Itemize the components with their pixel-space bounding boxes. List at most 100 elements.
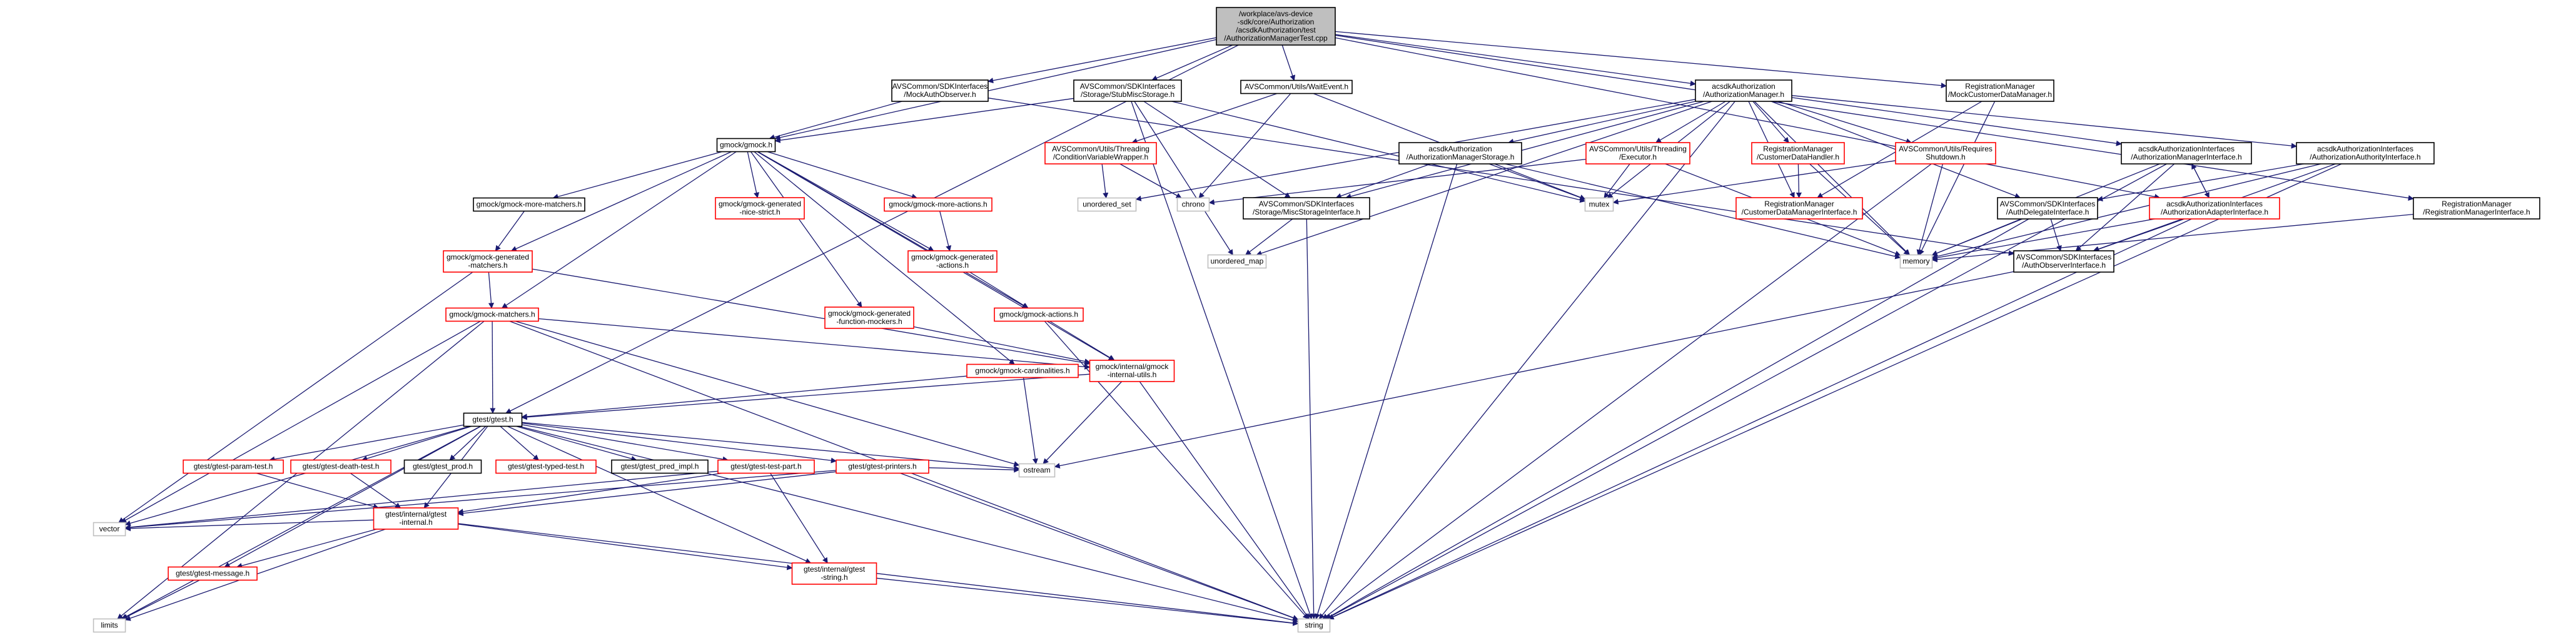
- edge-gmock-to-gmock_gen_actions: [757, 151, 934, 251]
- node-gmock_actions[interactable]: gmock/gmock-actions.h: [994, 307, 1084, 322]
- node-label-line: -actions.h: [936, 261, 969, 270]
- node-gtest_test_part[interactable]: gtest/gtest-test-part.h: [717, 459, 815, 474]
- node-gtest_param_test[interactable]: gtest/gtest-param-test.h: [183, 459, 284, 474]
- node-gmock_cardinalities[interactable]: gmock/gmock-cardinalities.h: [966, 363, 1079, 378]
- edge-authdelegateinterface-to-string: [1325, 218, 2029, 620]
- edge-customerdatahandler-to-customerdatamanagerinterface: [1796, 163, 1802, 198]
- node-gtest_prod[interactable]: gtest/gtest_prod.h: [403, 459, 482, 474]
- node-authmanagerstorage[interactable]: acsdkAuthorization/AuthorizationManagerS…: [1398, 142, 1522, 165]
- node-box: [884, 197, 993, 212]
- node-label-line: gmock/gmock.h: [720, 141, 772, 149]
- edge-condvarwrapper-to-unordered_set: [1101, 163, 1109, 199]
- edge-gtest_internal-to-string: [458, 523, 1299, 626]
- node-label-line: /Storage/MiscStorageInterface.h: [1253, 208, 1360, 216]
- node-customerdatamanagerinterface[interactable]: RegistrationManager/CustomerDataManagerI…: [1735, 197, 1863, 220]
- edge-authadapterinterface-to-authmanagerinterface: [2191, 163, 2210, 198]
- node-label-line: unordered_map: [1211, 257, 1264, 266]
- node-mockcustomerdata[interactable]: RegistrationManager/MockCustomerDataMana…: [1946, 79, 2054, 102]
- node-gmock_gen_nice_strict[interactable]: gmock/gmock-generated-nice-strict.h: [715, 197, 805, 220]
- node-registrationmanagerinterface[interactable]: RegistrationManager/RegistrationManagerI…: [2413, 197, 2540, 220]
- edge-authauthorityinterface-to-memory: [1931, 163, 2321, 260]
- node-customerdatahandler[interactable]: RegistrationManager/CustomerDataHandler.…: [1751, 142, 1845, 165]
- node-authadapterinterface[interactable]: acsdkAuthorizationInterfaces/Authorizati…: [2149, 197, 2280, 220]
- node-authmanagerinterface[interactable]: acsdkAuthorizationInterfaces/Authorizati…: [2121, 142, 2252, 165]
- edge-executor-to-mutex: [1604, 163, 1630, 199]
- node-executor[interactable]: AVSCommon/Utils/Threading/Executor.h: [1585, 142, 1690, 165]
- node-label-line: /acsdkAuthorization/test: [1236, 26, 1316, 34]
- node-label-line: gmock/gmock-more-matchers.h: [477, 200, 582, 209]
- node-box: [891, 79, 989, 102]
- node-label-line: -internal.h: [399, 518, 432, 527]
- node-root[interactable]: /workplace/avs-device-sdk/core/Authoriza…: [1216, 7, 1336, 46]
- node-gmock_matchers[interactable]: gmock/gmock-matchers.h: [445, 307, 539, 322]
- edge-gmock_internal_utils-to-string: [1139, 381, 1310, 620]
- node-label-line: acsdkAuthorizationInterfaces: [2138, 144, 2235, 153]
- node-box: [463, 412, 523, 427]
- node-memory: memory: [1899, 254, 1933, 269]
- node-gmock_internal_utils[interactable]: gmock/internal/gmock-internal-utils.h: [1089, 360, 1175, 382]
- node-mockauthobserver[interactable]: AVSCommon/SDKInterfaces/MockAuthObserver…: [891, 79, 989, 102]
- node-stubmiscstorage[interactable]: AVSCommon/SDKInterfaces/Storage/StubMisc…: [1073, 79, 1182, 102]
- node-label-line: /AuthorizationAuthorityInterface.h: [2310, 153, 2420, 161]
- edge-waitevent-to-condvarwrapper: [1131, 93, 1278, 144]
- edge-root-to-waitevent: [1281, 44, 1296, 81]
- edge-authmanager_h-to-memory: [1754, 101, 1911, 256]
- edge-gtest-to-gtest_test_part: [522, 424, 729, 462]
- edge-authmanagerstorage-to-string: [1315, 163, 1458, 620]
- node-gtest_death_test[interactable]: gtest/gtest-death-test.h: [290, 459, 391, 474]
- node-label-line: /CustomerDataManagerInterface.h: [1742, 208, 1857, 216]
- node-gtest_pred_impl[interactable]: gtest/gtest_pred_impl.h: [611, 459, 709, 474]
- edge-gmock-to-gmock_gen_nice_strict: [747, 151, 760, 198]
- node-label-line: AVSCommon/Utils/Requires: [1899, 144, 1993, 153]
- node-label-line: vector: [99, 525, 120, 534]
- node-waitevent[interactable]: AVSCommon/Utils/WaitEvent.h: [1240, 79, 1353, 94]
- node-authdelegateinterface[interactable]: AVSCommon/SDKInterfaces/AuthDelegateInte…: [1997, 197, 2098, 220]
- node-gtest_typed_test[interactable]: gtest/gtest-typed-test.h: [495, 459, 597, 474]
- edge-mockcustomerdata-to-memory: [1919, 101, 1996, 256]
- node-condvarwrapper[interactable]: AVSCommon/Utils/Threading/ConditionVaria…: [1044, 142, 1157, 165]
- node-authobserverinterface[interactable]: AVSCommon/SDKInterfaces/AuthObserverInte…: [2013, 250, 2114, 273]
- node-box: [473, 197, 585, 212]
- node-miscstorageinterface[interactable]: AVSCommon/SDKInterfaces/Storage/MiscStor…: [1243, 197, 1370, 220]
- edge-requiresshutdown-to-mutex: [1612, 160, 1896, 205]
- node-box: [836, 459, 929, 474]
- node-gmock_gen_function_mockers[interactable]: gmock/gmock-generated-function-mockers.h: [824, 306, 914, 329]
- node-gtest_message[interactable]: gtest/gtest-message.h: [168, 566, 258, 581]
- edge-gmock_gen_matchers-to-gmock_matchers: [488, 271, 494, 309]
- node-gmock_gen_actions[interactable]: gmock/gmock-generated-actions.h: [907, 250, 998, 273]
- edge-gtest_test_part-to-gtest_string: [770, 473, 828, 564]
- node-box: [1297, 618, 1331, 633]
- node-gtest[interactable]: gtest/gtest.h: [463, 412, 523, 427]
- node-label-line: AVSCommon/Utils/Threading: [1589, 144, 1687, 153]
- edge-gtest-to-gtest_pred_impl: [516, 425, 637, 462]
- node-gtest_string[interactable]: gtest/internal/gtest-string.h: [791, 562, 877, 585]
- node-gmock_gen_matchers[interactable]: gmock/gmock-generated-matchers.h: [443, 250, 533, 273]
- node-label-line: mutex: [1589, 200, 1610, 209]
- edge-gtest_printers-to-vector: [124, 470, 837, 530]
- edge-authmanagerstorage-to-miscstorageinterface: [1335, 163, 1431, 199]
- edge-gtest-to-vector: [124, 425, 470, 526]
- node-box: [1176, 197, 1210, 212]
- node-gmock_more_actions[interactable]: gmock/gmock-more-actions.h: [884, 197, 993, 212]
- node-gmock_more_matchers[interactable]: gmock/gmock-more-matchers.h: [473, 197, 585, 212]
- node-gmock[interactable]: gmock/gmock.h: [716, 138, 776, 153]
- edge-gmock-to-gmock_matchers: [501, 151, 737, 309]
- node-box: [1584, 197, 1614, 212]
- node-box: [1735, 197, 1863, 220]
- node-label-line: /MockCustomerDataManager.h: [1948, 90, 2052, 99]
- node-label-line: gmock/gmock-matchers.h: [449, 310, 535, 319]
- node-label-line: gtest/gtest_pred_impl.h: [621, 462, 699, 471]
- edge-authmanager_h-to-authmanagerstorage: [1508, 101, 1696, 144]
- node-box: [443, 250, 533, 273]
- node-label-line: gtest/gtest_prod.h: [413, 462, 473, 471]
- node-gtest_printers[interactable]: gtest/gtest-printers.h: [836, 459, 929, 474]
- node-label-line: RegistrationManager: [1764, 200, 1834, 208]
- node-limits: limits: [93, 618, 126, 633]
- node-label-line: acsdkAuthorization: [1428, 144, 1492, 153]
- node-gtest_internal[interactable]: gtest/internal/gtest-internal.h: [373, 507, 459, 530]
- node-authauthorityinterface[interactable]: acsdkAuthorizationInterfaces/Authorizati…: [2296, 142, 2435, 165]
- node-authmanager_h[interactable]: acsdkAuthorization/AuthorizationManager.…: [1695, 79, 1792, 102]
- edge-root-to-authmanager_h: [1335, 34, 1696, 86]
- edge-gmock_matchers-to-gtest: [490, 321, 496, 414]
